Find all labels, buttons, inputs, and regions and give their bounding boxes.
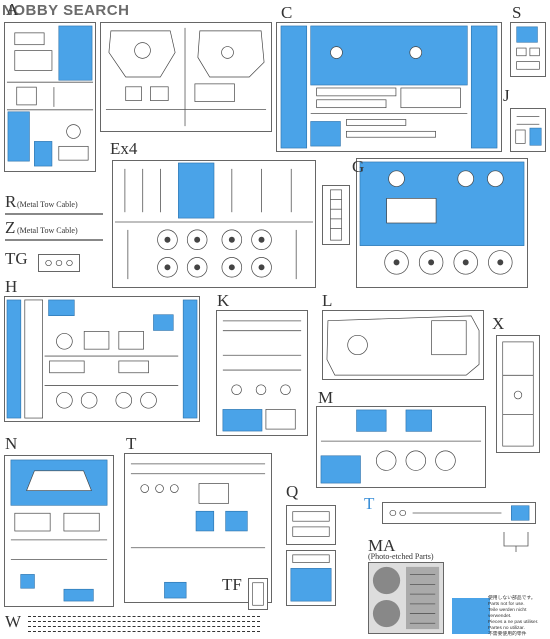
sprue-h-drawing: [6, 299, 198, 419]
label-x: X: [492, 314, 505, 333]
label-a: A: [6, 0, 19, 19]
sprue-m: [316, 406, 486, 488]
sprue-j-drawing: [515, 116, 542, 146]
sprue-h: [4, 296, 200, 422]
label-z: Z: [5, 218, 16, 237]
sprue-l-hull: [322, 310, 484, 380]
sprue-ma: [368, 562, 444, 634]
legend-line: Partes no utilizar.: [488, 626, 525, 631]
sprue-c-drawing: [280, 25, 498, 149]
legend-notes: 使用しない部品です。 Parts not for use. Teile werd…: [488, 596, 548, 638]
sprue-k-drawing: [222, 320, 302, 432]
sprue-j: [510, 108, 546, 152]
sprue-t-small: [382, 502, 536, 524]
sprue-t-small-drawing: [389, 505, 530, 521]
sprue-turret: [100, 22, 272, 132]
sprue-t-stand-drawing: [503, 532, 529, 552]
label-t: T: [126, 434, 137, 453]
sprue-t: [124, 453, 272, 603]
sprue-q-drawing: [292, 511, 330, 537]
label-k: K: [217, 291, 230, 310]
sprue-k: [216, 310, 308, 436]
sprue-a-drawing: [6, 25, 94, 167]
track-link-w-1: [28, 616, 260, 622]
sprue-t-stand: [496, 528, 536, 554]
legend-line: Parts not for use.: [488, 602, 525, 607]
label-q: Q: [286, 482, 299, 501]
label-ex4: Ex4: [110, 139, 138, 158]
sprue-ex4-drawing: [114, 162, 314, 280]
metal-tow-cable-z: [5, 239, 103, 241]
legend-line: 使用しない部品です。: [488, 596, 536, 601]
sprue-g-drawing: [359, 161, 525, 275]
sprue-x: [496, 335, 540, 453]
metal-tow-cable-r: [5, 213, 103, 215]
sprue-q-lower: [286, 550, 336, 606]
sprue-a: [4, 22, 96, 172]
label-t-blue: T: [364, 494, 375, 513]
legend-line: Teile werden nicht verwendet.: [488, 608, 527, 619]
legend-line: Pieces a ne pas utiliser.: [488, 620, 539, 625]
label-z-note: (Metal Tow Cable): [17, 226, 78, 235]
label-s: S: [512, 3, 522, 22]
label-r: R: [5, 192, 17, 211]
watermark-logo: NOBBY SEARCH: [2, 2, 130, 19]
sprue-n-drawing: [10, 459, 108, 602]
sprue-n: [4, 455, 114, 607]
sprue-m-drawing: [320, 409, 482, 484]
label-tf: TF: [222, 575, 242, 594]
label-m: M: [318, 388, 334, 407]
sprue-tf: [248, 578, 268, 610]
label-tg: TG: [5, 249, 28, 268]
sprue-small-strip: [322, 185, 350, 245]
sprue-tg-drawing: [45, 260, 73, 266]
label-ma: MA: [368, 536, 396, 555]
sprue-turret-drawing: [105, 27, 267, 127]
sprue-t-drawing: [130, 463, 266, 599]
sprue-tf-drawing: [252, 582, 264, 606]
sprue-c: [276, 22, 502, 152]
sprue-g: [356, 158, 528, 288]
label-c: C: [281, 3, 293, 22]
label-ma-note: (Photo-etched Parts): [368, 552, 434, 561]
sprue-s: [510, 22, 546, 77]
unused-parts-swatch: [452, 598, 490, 634]
label-h: H: [5, 277, 18, 296]
sprue-small-strip-drawing: [330, 189, 342, 241]
label-n: N: [5, 434, 18, 453]
sprue-q: [286, 505, 336, 545]
sprue-ma-drawing: [372, 566, 440, 630]
label-g: G: [352, 157, 365, 176]
label-w: W: [5, 612, 22, 631]
sprue-s-drawing: [516, 26, 540, 70]
legend-line: 不需要使用的零件: [488, 632, 527, 637]
sprue-tg: [38, 254, 80, 272]
label-l: L: [322, 291, 333, 310]
sprue-x-drawing: [502, 341, 534, 447]
sprue-ex4: [112, 160, 316, 288]
label-r-note: (Metal Tow Cable): [17, 200, 78, 209]
sprue-l-hull-drawing: [326, 315, 480, 376]
label-j: J: [503, 86, 510, 105]
track-link-w-2: [28, 626, 260, 632]
sprue-q-lower-drawing: [290, 554, 332, 602]
